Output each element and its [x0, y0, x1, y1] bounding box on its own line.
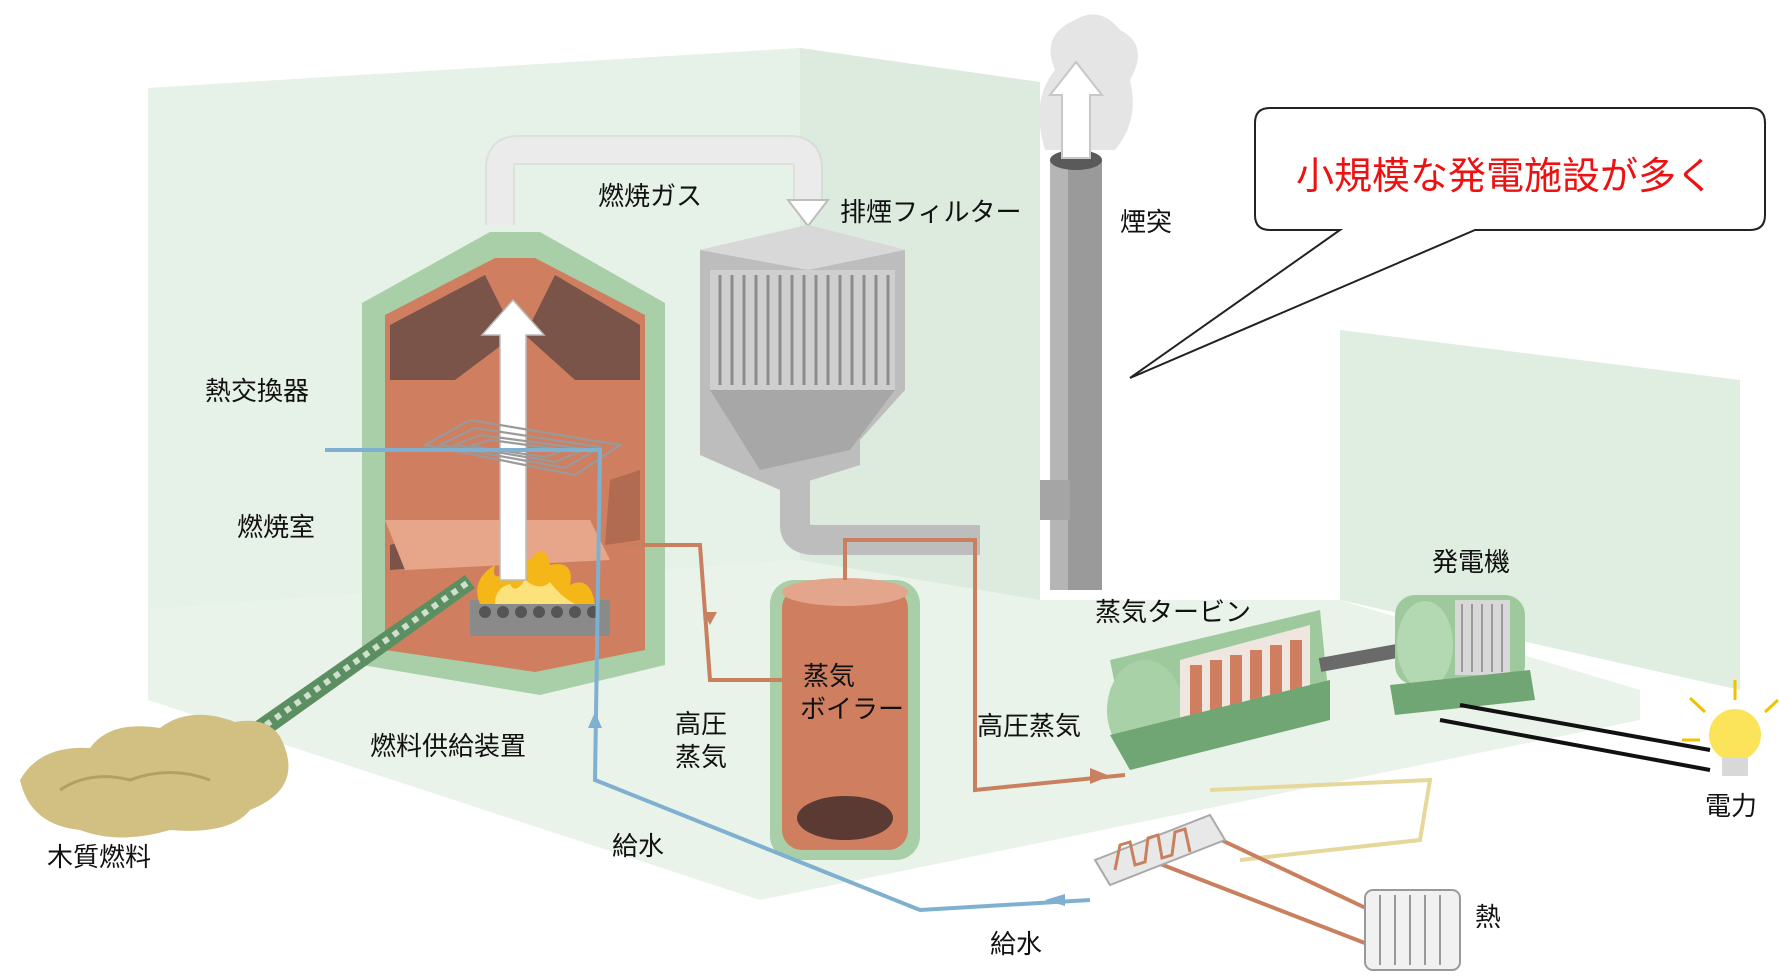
label-chimney: 煙突	[1120, 208, 1173, 238]
fuel-conveyor	[250, 575, 475, 740]
label-combustion-gas: 燃焼ガス	[598, 182, 703, 212]
smoke-arrow	[1047, 60, 1105, 159]
label-heat: 熱	[1475, 903, 1502, 933]
label-heat-exchanger: 熱交換器	[205, 377, 310, 407]
label-hp-steam-left-line2: 蒸気	[675, 743, 728, 773]
label-feedwater-2: 給水	[990, 930, 1043, 960]
exhaust-filter	[700, 225, 980, 555]
steam-turbine	[1107, 610, 1432, 770]
label-boiler-line2: ボイラー	[800, 695, 905, 725]
label-hp-steam: 高圧蒸気	[977, 712, 1082, 742]
label-fuel-feeder: 燃料供給装置	[370, 732, 527, 762]
label-hp-steam-left-line1: 高圧	[675, 710, 728, 740]
steam-pipe-2	[843, 538, 1126, 793]
callout-text: 小規模な発電施設が多く	[1296, 154, 1715, 198]
label-wood-fuel: 木質燃料	[47, 843, 152, 873]
label-combustion-chamber: 燃焼室	[237, 513, 316, 543]
gas-duct	[485, 135, 831, 228]
label-electricity: 電力	[1705, 792, 1758, 822]
gas-arrow	[785, 199, 831, 228]
chimney	[1039, 14, 1138, 590]
label-exhaust-filter: 排煙フィルター	[840, 198, 1022, 228]
generator	[1390, 595, 1711, 772]
callout-bubble	[1129, 107, 1766, 379]
furnace	[362, 232, 665, 695]
pipes	[325, 448, 1433, 947]
label-generator: 発電機	[1432, 548, 1511, 578]
room-radiator	[1364, 889, 1461, 971]
water-pipe	[325, 448, 1091, 913]
lightbulb-icon	[1682, 680, 1779, 776]
label-feedwater-1: 給水	[612, 832, 665, 862]
steam-boiler	[770, 578, 920, 860]
radiator-exchanger	[1093, 813, 1227, 887]
label-boiler-line1: 蒸気	[803, 662, 856, 692]
label-steam-turbine: 蒸気タービン	[1095, 598, 1252, 628]
wood-fuel-pile	[20, 714, 289, 838]
